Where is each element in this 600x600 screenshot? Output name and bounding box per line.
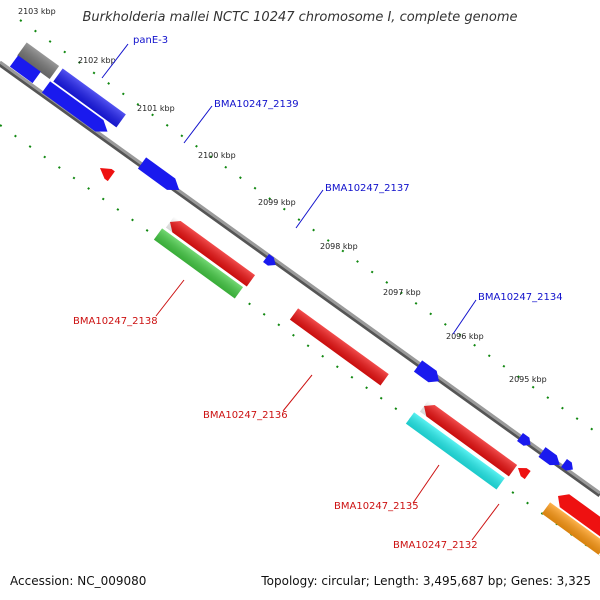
gene-labels: panE-3 BMA10247_2139 BMA10247_2137 BMA10… (73, 35, 563, 551)
outer-dotted-ring (19, 19, 600, 436)
tick-label: 2097 kbp (383, 288, 421, 297)
gene-feature-blue-b[interactable] (41, 81, 112, 137)
gene-label-2134[interactable]: BMA10247_2134 (478, 292, 563, 303)
tick-label: 2098 kbp (320, 242, 358, 251)
leader-2134 (452, 299, 477, 335)
forward-strand-features (9, 42, 576, 474)
gene-feature-red-right[interactable] (553, 490, 600, 538)
tick-label: 2095 kbp (509, 375, 547, 384)
gene-feature-2137[interactable] (263, 253, 279, 269)
inner-dotted-ring (0, 124, 600, 556)
gene-feature-blue-e[interactable] (561, 458, 576, 474)
gene-feature-blue-d[interactable] (538, 447, 563, 470)
gene-label-2132[interactable]: BMA10247_2132 (393, 540, 478, 551)
gene-feature-2136[interactable] (289, 308, 389, 386)
tick-label: 2102 kbp (78, 56, 116, 65)
gene-feature-red-2135a[interactable] (419, 400, 518, 477)
gene-label-2137[interactable]: BMA10247_2137 (325, 183, 410, 194)
map-title: Burkholderia mallei NCTC 10247 chromosom… (82, 10, 518, 25)
gene-label-2135[interactable]: BMA10247_2135 (334, 501, 419, 512)
reverse-strand-features (96, 163, 600, 555)
gene-feature-red-small[interactable] (96, 163, 115, 182)
gene-feature-2139[interactable] (137, 157, 183, 195)
gene-feature-blue-a[interactable] (9, 55, 41, 84)
gene-feature-pane3[interactable] (53, 68, 126, 128)
leader-2132 (471, 503, 500, 541)
gene-label-2136[interactable]: BMA10247_2136 (203, 410, 288, 421)
backbone-line-shadow (0, 61, 600, 498)
tick-label: 2101 kbp (137, 104, 175, 113)
leader-2137 (295, 189, 324, 229)
tick-label: 2100 kbp (198, 151, 236, 160)
leader-2138 (155, 279, 185, 317)
gene-feature-blue-c[interactable] (517, 432, 533, 449)
leader-2136 (282, 374, 313, 412)
tick-label: 2103 kbp (18, 7, 56, 16)
gene-feature-red-tiny[interactable] (515, 464, 531, 480)
outer-dotted-ring-line (19, 19, 600, 436)
accession-text: Accession: NC_009080 (10, 574, 147, 588)
label-leaders (101, 43, 500, 541)
inner-dotted-ring-line (0, 124, 600, 556)
gene-feature-2132[interactable] (541, 502, 600, 555)
gene-label-pane3[interactable]: panE-3 (133, 35, 168, 46)
gene-feature-2135[interactable] (405, 412, 505, 490)
gene-feature-2138-red[interactable] (165, 216, 256, 287)
gene-feature-gray[interactable] (17, 42, 60, 79)
gene-feature-2134[interactable] (413, 360, 443, 387)
backbone-line (0, 60, 600, 495)
gene-label-2139[interactable]: BMA10247_2139 (214, 99, 299, 110)
leader-2139 (183, 105, 213, 144)
tick-label: 2096 kbp (446, 332, 484, 341)
genome-summary-text: Topology: circular; Length: 3,495,687 bp… (261, 574, 591, 588)
gene-label-2138[interactable]: BMA10247_2138 (73, 316, 158, 327)
leader-2135 (412, 464, 440, 504)
tick-label: 2099 kbp (258, 198, 296, 207)
gene-feature-2138[interactable] (153, 228, 244, 299)
leader-pane3 (101, 43, 129, 79)
tick-labels: 2103 kbp 2102 kbp 2101 kbp 2100 kbp 2099… (18, 7, 547, 384)
chromosome-backbone (0, 60, 600, 498)
